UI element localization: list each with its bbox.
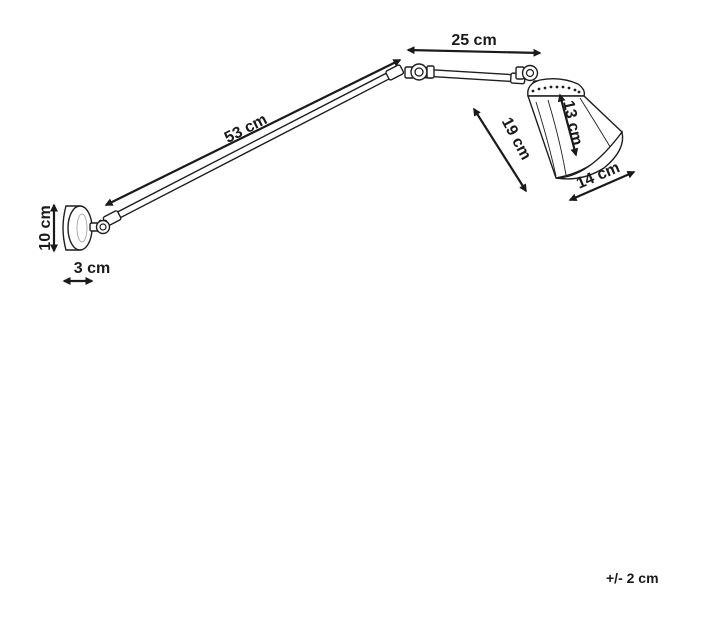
dim-line-arm-short: [406, 46, 542, 57]
wall-base: [62, 205, 93, 251]
dim-line-shade-inner: [557, 93, 579, 157]
dim-line-shade-width: [568, 170, 636, 202]
elbow-joint: [404, 63, 435, 81]
base-joint: [89, 219, 111, 235]
label-arm-short: 25 cm: [451, 32, 496, 49]
label-base-height: 10 cm: [37, 205, 54, 250]
dim-line-arm-long: [104, 59, 402, 206]
dimension-lines: [50, 46, 636, 285]
long-arm: [102, 64, 405, 227]
label-base-depth: 3 cm: [74, 260, 110, 277]
shade-joint: [515, 64, 539, 82]
lamp-illustration: [62, 63, 624, 251]
tolerance-note: +/- 2 cm: [606, 570, 659, 586]
dim-line-shade-height: [473, 107, 527, 193]
